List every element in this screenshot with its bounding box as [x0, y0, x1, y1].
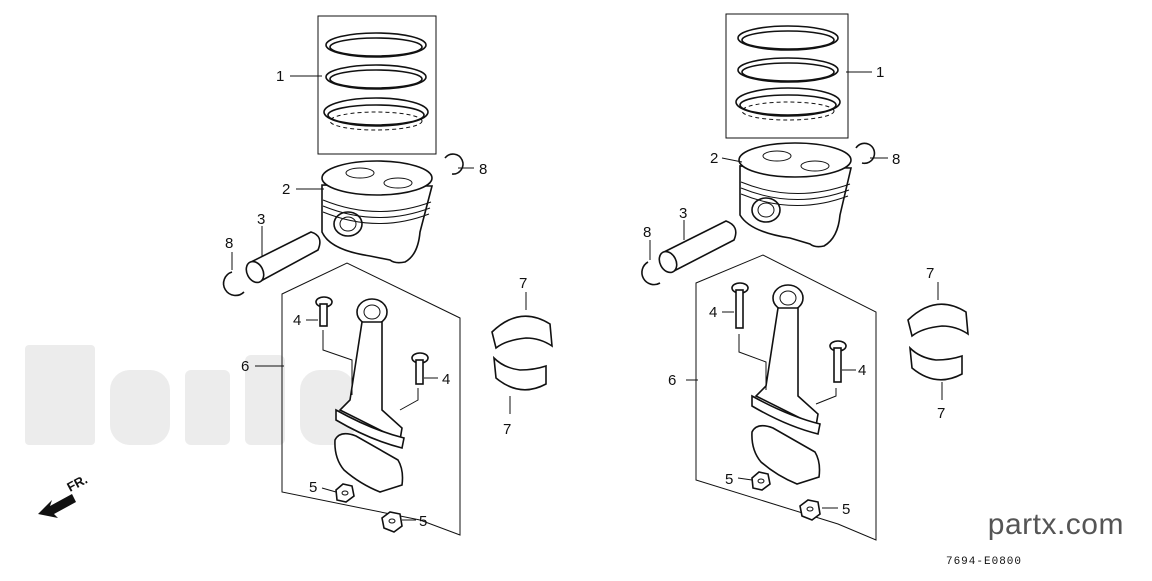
- left-rod-bolt-lower: [411, 352, 429, 385]
- right-callout-7-lower: 7: [937, 405, 945, 422]
- left-bearing-upper: [491, 315, 553, 350]
- drawing-code: 7694-E0800: [945, 556, 1022, 568]
- right-rod-bolt-lower: [829, 340, 847, 383]
- right-callout-1: 1: [876, 64, 884, 81]
- right-callout-2: 2: [710, 150, 718, 167]
- left-callouts: 1 2 3 8 8 4 4 6 7 7 5 5: [225, 68, 527, 530]
- right-snap-ring-lower: [641, 261, 661, 286]
- right-callouts: 1 2 3 8 8 4 4 6 7 7 5 5: [643, 64, 945, 518]
- right-callout-8-lower: 8: [643, 224, 651, 241]
- left-callout-2: 2: [282, 181, 290, 198]
- right-piston-rings: [735, 25, 841, 121]
- right-callout-5-upper: 5: [725, 471, 733, 488]
- site-watermark: partx.com: [987, 508, 1124, 541]
- left-piston-pin: [245, 231, 321, 284]
- front-direction-arrow-icon: FR.: [38, 472, 90, 518]
- left-callout-5-upper: 5: [309, 479, 317, 496]
- left-conrod-box: [281, 262, 461, 536]
- right-bearing-upper: [907, 303, 969, 338]
- right-ring-box: [725, 13, 849, 139]
- right-callout-8-upper: 8: [892, 151, 900, 168]
- left-bearing-lower: [492, 355, 547, 391]
- right-callout-4-lower: 4: [858, 362, 866, 379]
- left-piston-rings: [323, 32, 429, 131]
- left-snap-ring-upper: [444, 153, 464, 175]
- right-rod-nut-lower: [799, 499, 821, 521]
- front-indicator-label: FR.: [64, 472, 90, 495]
- left-callout-7-upper: 7: [519, 275, 527, 292]
- left-callout-4-upper: 4: [293, 312, 301, 329]
- right-callout-4-upper: 4: [709, 304, 717, 321]
- right-callout-7-upper: 7: [926, 265, 934, 282]
- left-callout-6: 6: [241, 358, 249, 375]
- left-callout-8-upper: 8: [479, 161, 487, 178]
- right-callout-6: 6: [668, 372, 676, 389]
- left-callout-4-lower: 4: [442, 371, 450, 388]
- right-piston-pin: [658, 220, 737, 274]
- left-connecting-rod: [334, 298, 405, 493]
- right-connecting-rod: [751, 284, 821, 485]
- right-callout-3: 3: [679, 205, 687, 222]
- left-rod-nut-lower: [381, 511, 403, 533]
- right-piston: [738, 142, 853, 248]
- right-callout-5-lower: 5: [842, 501, 850, 518]
- right-rod-nut-upper: [751, 471, 771, 491]
- left-callout-1: 1: [276, 68, 284, 85]
- left-rod-nut-upper: [335, 483, 355, 503]
- left-callout-5-lower: 5: [419, 513, 427, 530]
- left-ring-box: [317, 15, 437, 155]
- left-callout-7-lower: 7: [503, 421, 511, 438]
- left-snap-ring-lower: [222, 271, 245, 297]
- right-rod-bolt-upper: [731, 282, 749, 329]
- left-piston: [321, 160, 434, 264]
- background-watermark: [25, 345, 355, 445]
- left-callout-8-lower: 8: [225, 235, 233, 252]
- right-bearing-lower: [908, 345, 963, 381]
- right-assembly: 1 2 3 8 8 4 4 6 7 7 5 5: [641, 13, 969, 541]
- left-rod-bolt-upper: [315, 296, 333, 327]
- right-snap-ring-upper: [855, 142, 876, 165]
- left-callout-3: 3: [257, 211, 265, 228]
- left-assembly: 1 2 3 8 8 4 4 6 7 7 5 5: [222, 15, 553, 536]
- right-conrod-box: [695, 254, 877, 541]
